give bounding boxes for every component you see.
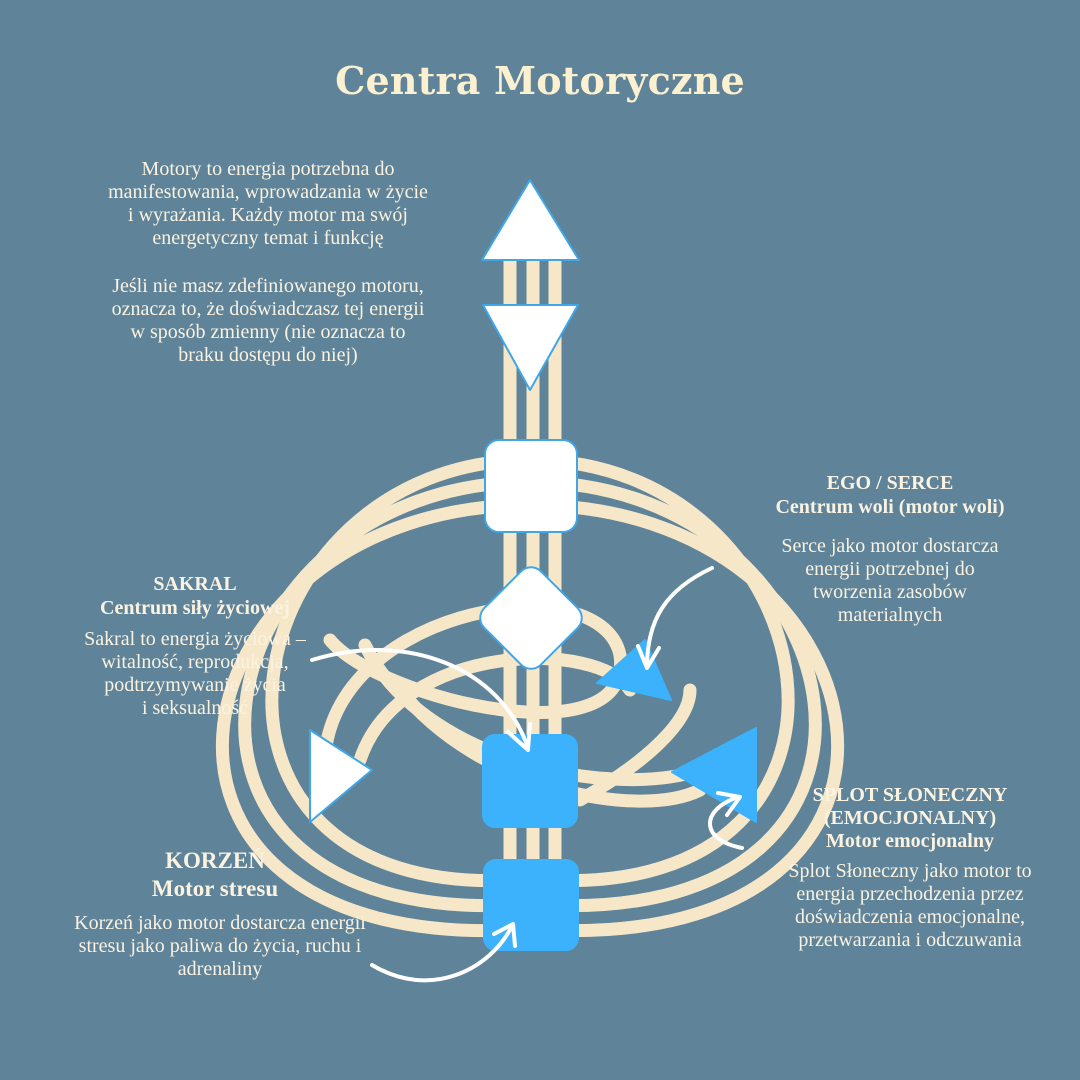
text-line: witalność, reprodukcja,: [101, 651, 289, 673]
text-line: Centrum siły życiowej: [100, 597, 290, 619]
korzen-heading: KORZEŃ Motor stresu: [70, 847, 360, 903]
text-line: Splot Słoneczny jako motor to: [788, 860, 1032, 882]
root-center: [483, 859, 579, 951]
text-line: energetyczny temat i funkcję: [152, 227, 384, 249]
arrow-splot: [708, 795, 744, 850]
centers: [309, 179, 757, 951]
korzen-description: Korzeń jako motor dostarcza energii stre…: [30, 912, 410, 981]
text-line: Motor stresu: [151, 876, 279, 901]
solar-plexus-center: [671, 727, 757, 823]
channel-inner: [573, 683, 697, 807]
head-center: [481, 179, 580, 261]
text-line: Korzeń jako motor dostarcza energii: [74, 912, 366, 934]
text-line: Serce jako motor dostarcza: [781, 535, 999, 557]
text-line: w sposób zmienny (nie oznacza to: [130, 321, 406, 343]
text-line: i seksualność: [141, 697, 249, 719]
text-line: podtrzymywanie życia: [104, 674, 286, 696]
arrows: [310, 566, 744, 983]
text-line: (EMOCJONALNY): [823, 807, 997, 829]
text-line: materialnych: [837, 604, 943, 626]
ego-heading: EGO / SERCE Centrum woli (motor woli): [735, 471, 1045, 519]
intro-paragraph-1: Motory to energia potrzebna do manifesto…: [38, 158, 498, 250]
ego-center: [596, 639, 672, 701]
splot-heading: SPLOT SŁONECZNY (EMOCJONALNY) Motor emoc…: [760, 784, 1060, 853]
text-line: Centrum woli (motor woli): [775, 496, 1005, 518]
text-line: manifestowania, wprowadzania w życie: [108, 181, 428, 203]
text-line: energii potrzebnej do: [805, 558, 975, 580]
page-title: Centra Motoryczne: [335, 58, 745, 103]
text-line: SPLOT SŁONECZNY: [812, 784, 1008, 806]
throat-center: [484, 439, 578, 533]
arrow-ego: [645, 566, 714, 666]
text-line: SAKRAL: [153, 573, 237, 595]
text-line: KORZEŃ: [165, 848, 265, 873]
channel-inner: [318, 600, 627, 787]
text-line: stresu jako paliwa do życia, ruchu i: [78, 935, 362, 957]
text-line: Jeśli nie masz zdefiniowanego motoru,: [112, 275, 424, 297]
text-line: Motor emocjonalny: [826, 830, 994, 852]
text-line: Motory to energia potrzebna do: [141, 158, 395, 180]
text-line: tworzenia zasobów: [813, 581, 967, 603]
ajna-center: [482, 304, 579, 391]
sakral-description: Sakral to energia życiowa – witalność, r…: [40, 628, 350, 720]
arrowhead-icon: [716, 791, 742, 817]
text-line: i wyrażania. Każdy motor ma swój: [128, 204, 408, 226]
arrowhead-icon: [492, 922, 517, 948]
arrowhead-icon: [506, 722, 532, 752]
spleen-center: [309, 729, 373, 823]
text-line: przetwarzania i odczuwania: [798, 929, 1022, 951]
text-line: adrenaliny: [177, 958, 263, 980]
arrowhead-icon: [636, 644, 661, 670]
arrow-korzen: [370, 924, 514, 983]
arrow-sakral: [310, 647, 529, 747]
g-center: [479, 566, 583, 670]
text-line: energia przechodzenia przez: [796, 883, 1024, 905]
ego-description: Serce jako motor dostarcza energii potrz…: [740, 535, 1040, 627]
splot-description: Splot Słoneczny jako motor to energia pr…: [755, 860, 1065, 952]
text-line: oznacza to, że doświadczasz tej energii: [111, 298, 425, 320]
intro-paragraph-2: Jeśli nie masz zdefiniowanego motoru, oz…: [38, 275, 498, 367]
text-line: doświadczenia emocjonalne,: [795, 906, 1025, 928]
text-line: EGO / SERCE: [826, 472, 954, 494]
sakral-heading: SAKRAL Centrum siły życiowej: [40, 572, 350, 620]
text-line: braku dostępu do niej): [178, 344, 358, 366]
text-line: Sakral to energia życiowa –: [84, 628, 306, 650]
